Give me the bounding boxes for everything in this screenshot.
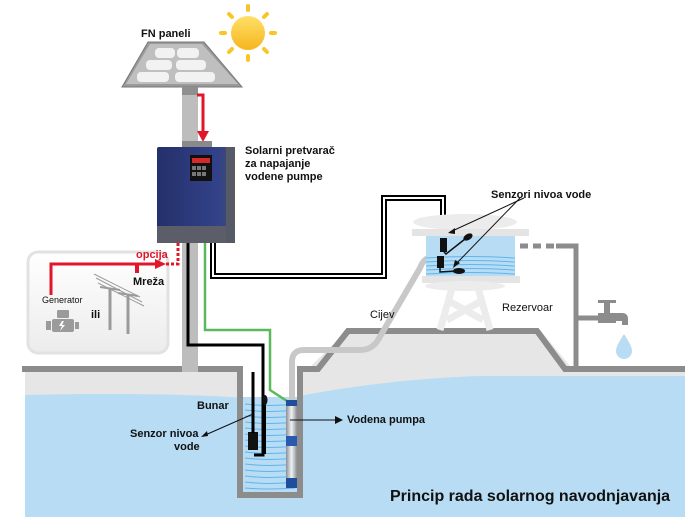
well-label: Bunar <box>197 400 229 412</box>
well-sensor-cable <box>186 243 265 457</box>
option-label: opcija <box>136 249 168 261</box>
water-tap-icon <box>598 300 628 325</box>
pump-power-cable <box>203 243 291 405</box>
well-sensor-pointer <box>202 413 254 437</box>
groundwater <box>25 376 685 517</box>
or-label: ili <box>91 309 101 321</box>
power-pylon-icon <box>93 273 145 334</box>
sun-icon <box>219 4 277 62</box>
panel-to-inverter-arrow <box>197 93 209 142</box>
well-sensor-label-line2: vode <box>174 441 200 453</box>
inverter-label-line1: Solarni pretvarač <box>245 145 335 157</box>
generator-feed-line <box>49 262 160 295</box>
well-sensor-label-line1: Senzor nivoa <box>130 428 199 440</box>
water-drop-icon <box>616 334 632 359</box>
inverter-label-line2: za napajanje <box>245 158 311 170</box>
panels-label: FN paneli <box>141 28 191 40</box>
diagram-title: Princip rada solarnog navodnjavanja <box>390 488 671 505</box>
tank-label: Rezervoar <box>502 302 553 314</box>
tank-sensor-pointers <box>449 197 525 266</box>
generator-icon <box>46 310 79 332</box>
water-tank <box>412 214 529 331</box>
pipe-label: Cijev <box>370 309 395 321</box>
well-level-sensor <box>248 432 258 450</box>
outlet-pipe <box>520 243 600 369</box>
generator-label: Generator <box>42 295 83 305</box>
submersible-pump <box>286 400 297 488</box>
solar-inverter <box>157 141 235 243</box>
well-float-sensor <box>262 395 268 405</box>
backup-power-box <box>26 243 180 355</box>
tank-sensor-cable <box>210 195 446 279</box>
option-dotted-line <box>166 243 180 266</box>
ground <box>22 328 685 517</box>
pump-label: Vodena pumpa <box>347 414 426 426</box>
grid-label: Mreža <box>133 276 165 288</box>
inverter-label-line3: vodene pumpe <box>245 171 323 183</box>
tank-sensors-label: Senzori nivoa vode <box>491 189 592 201</box>
solar-panel <box>121 41 244 95</box>
